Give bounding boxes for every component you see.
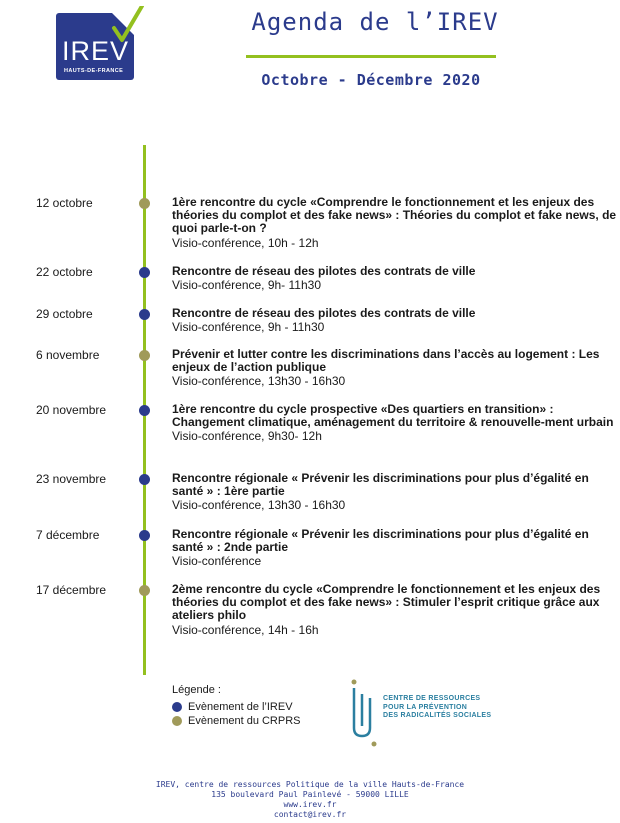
crprs-line-1: CENTRE DE RESSOURCES: [383, 695, 481, 702]
legend-label-crprs: Evènement du CRPRS: [188, 715, 301, 727]
checkmark-icon: [112, 6, 144, 42]
event-dot: [139, 530, 150, 541]
footer-email-link[interactable]: contact@irev.fr: [273, 810, 347, 819]
legend-label-irev: Evènement de l’IREV: [188, 701, 293, 713]
crprs-logo: CENTRE DE RESSOURCES POUR LA PRÉVENTION …: [346, 676, 526, 748]
event-title: 1ère rencontre du cycle «Comprendre le f…: [172, 195, 617, 236]
event-title: Rencontre régionale « Prévenir les discr…: [172, 471, 589, 499]
legend-dot-irev: [172, 702, 182, 712]
irev-logo: IREV HAUTS-DE-FRANCE: [56, 6, 144, 80]
event-dot: [139, 405, 150, 416]
footer: IREV, centre de ressources Politique de …: [140, 780, 480, 820]
footer-address: 135 boulevard Paul Painlevé - 59000 LILL…: [211, 790, 409, 799]
page-title: Agenda de l’IREV: [251, 8, 499, 36]
event-detail: Visio-conférence: [172, 554, 262, 569]
logo-subtitle: HAUTS-DE-FRANCE: [64, 68, 124, 74]
crprs-line-2: POUR LA PRÉVENTION: [383, 703, 468, 711]
event-date: 23 novembre: [36, 472, 107, 486]
event-body: 1ère rencontre du cycle prospective «Des…: [172, 402, 620, 444]
event-detail: Visio-conférence, 9h- 11h30: [172, 278, 321, 293]
event-detail: Visio-conférence, 9h30- 12h: [172, 429, 322, 444]
event-title: Rencontre régionale « Prévenir les discr…: [172, 527, 589, 555]
event-body: 2ème rencontre du cycle «Comprendre le f…: [172, 582, 620, 637]
event-dot: [139, 267, 150, 278]
event-dot: [139, 474, 150, 485]
footer-organization: IREV, centre de ressources Politique de …: [155, 780, 465, 789]
event-dot: [139, 350, 150, 361]
legend-title: Légende :: [172, 684, 221, 696]
event-detail: Visio-conférence, 9h - 11h30: [172, 320, 325, 335]
event-title: 2ème rencontre du cycle «Comprendre le f…: [172, 582, 601, 623]
event-title: 1ère rencontre du cycle prospective «Des…: [172, 402, 614, 430]
event-body: Prévenir et lutter contre les discrimina…: [172, 347, 620, 389]
event-title: Prévenir et lutter contre les discrimina…: [172, 347, 600, 375]
event-dot: [139, 198, 150, 209]
event-detail: Visio-conférence, 10h - 12h: [172, 235, 319, 250]
event-date: 17 décembre: [36, 583, 107, 597]
crprs-text: CENTRE DE RESSOURCES POUR LA PRÉVENTION …: [383, 695, 491, 721]
event-dot: [139, 585, 150, 596]
event-detail: Visio-conférence, 13h30 - 16h30: [172, 374, 346, 389]
event-detail: Visio-conférence, 14h - 16h: [172, 622, 319, 637]
event-body: Rencontre de réseau des pilotes des cont…: [172, 264, 620, 293]
event-body: Rencontre de réseau des pilotes des cont…: [172, 306, 620, 335]
page-subtitle: Octobre - Décembre 2020: [261, 71, 481, 89]
event-date: 20 novembre: [36, 403, 107, 417]
event-dot: [139, 309, 150, 320]
event-date: 29 octobre: [36, 307, 93, 321]
event-date: 6 novembre: [36, 348, 100, 362]
legend: Légende : Evènement de l’IREV Evènement …: [172, 684, 301, 728]
event-body: Rencontre régionale « Prévenir les discr…: [172, 471, 620, 513]
event-body: 1ère rencontre du cycle «Comprendre le f…: [172, 195, 620, 250]
event-title: Rencontre de réseau des pilotes des cont…: [172, 306, 476, 320]
legend-item-irev: Evènement de l’IREV: [172, 700, 301, 714]
footer-website-link[interactable]: www.irev.fr: [283, 800, 337, 809]
title-divider: [246, 55, 496, 58]
legend-item-crprs: Evènement du CRPRS: [172, 714, 301, 728]
event-body: Rencontre régionale « Prévenir les discr…: [172, 527, 620, 569]
logo-text: IREV: [62, 36, 130, 66]
logo-box: [56, 13, 134, 80]
event-title: Rencontre de réseau des pilotes des cont…: [172, 264, 476, 278]
event-date: 12 octobre: [36, 196, 93, 210]
event-date: 7 décembre: [36, 528, 100, 542]
event-date: 22 octobre: [36, 265, 93, 279]
crprs-line-3: DES RADICALITÉS SOCIALES: [383, 712, 492, 720]
legend-dot-crprs: [172, 716, 182, 726]
crprs-emblem-icon: [351, 679, 377, 747]
event-detail: Visio-conférence, 13h30 - 16h30: [172, 498, 346, 513]
